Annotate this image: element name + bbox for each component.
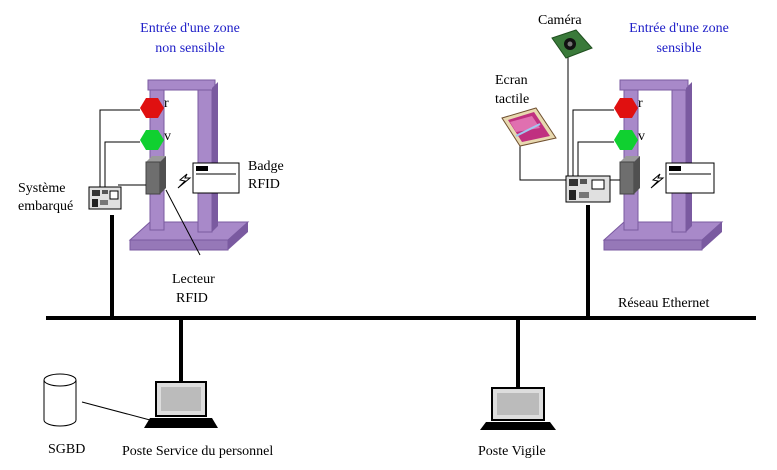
reader-label-line2: RFID: [176, 291, 208, 306]
right-green-light-label: v: [638, 129, 645, 144]
staff-laptop-icon: [144, 382, 218, 428]
right-zone-title-line2: sensible: [656, 41, 701, 56]
left-embedded-board: [89, 187, 121, 209]
touch-screen-label-line1: Ecran: [495, 73, 528, 88]
left-zone-title-line2: non sensible: [155, 41, 225, 56]
right-rfid-badge: [651, 163, 714, 193]
left-green-light-label: v: [164, 129, 171, 144]
right-embedded-board: [566, 176, 610, 202]
right-zone-title: Entrée d'une zone sensible: [629, 21, 729, 56]
guard-laptop-icon: [480, 388, 556, 430]
right-red-light-label: r: [638, 96, 643, 111]
touch-screen-icon: [502, 108, 556, 146]
right-zone-title-line1: Entrée d'une zone: [629, 21, 729, 36]
reader-label-line1: Lecteur: [172, 272, 215, 287]
staff-station-label: Poste Service du personnel: [122, 444, 273, 459]
database-icon: [44, 374, 150, 426]
right-rfid-reader: [620, 156, 640, 194]
left-rfid-reader: [146, 156, 166, 194]
embedded-system-label-line2: embarqué: [18, 199, 73, 214]
camera-label: Caméra: [538, 13, 582, 28]
left-red-light-label: r: [164, 96, 169, 111]
guard-station-label: Poste Vigile: [478, 444, 546, 459]
network-label: Réseau Ethernet: [618, 296, 709, 311]
dbms-label: SGBD: [48, 442, 85, 457]
touch-screen-label-line2: tactile: [495, 92, 529, 107]
camera-icon: [552, 30, 592, 58]
embedded-system-label-line1: Système: [18, 181, 65, 196]
badge-label-line2: RFID: [248, 177, 280, 192]
left-zone-title-line1: Entrée d'une zone: [140, 21, 240, 36]
badge-label-line1: Badge: [248, 159, 284, 174]
left-zone-title: Entrée d'une zone non sensible: [140, 21, 240, 56]
left-rfid-badge: [178, 163, 239, 193]
